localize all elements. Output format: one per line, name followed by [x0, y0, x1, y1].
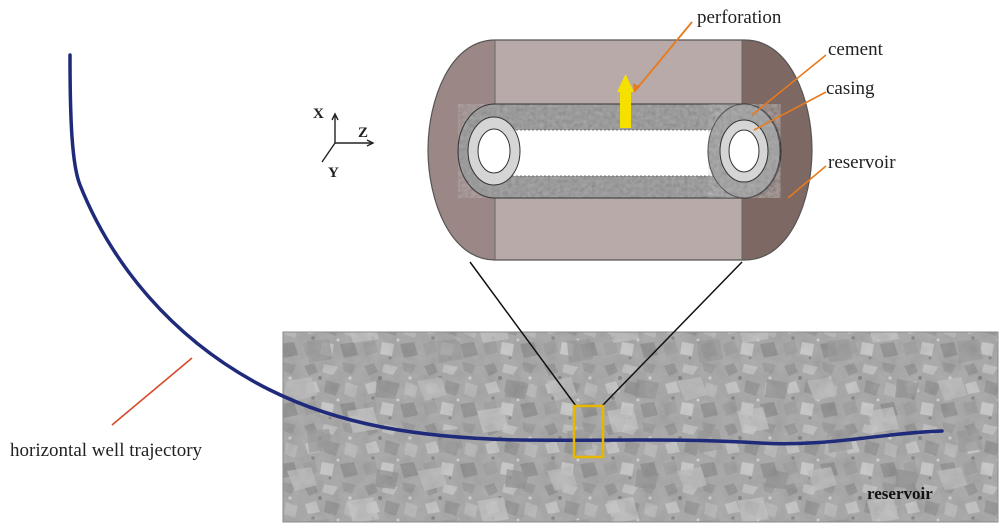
zoom-line-left: [469, 261, 577, 407]
wellbore-detail-outline: [427, 39, 813, 261]
reservoir-block: [282, 331, 999, 523]
zoom-line-right: [601, 261, 743, 407]
well-trajectory-line: [68, 53, 944, 446]
leader-perforation: [633, 21, 693, 93]
axis-y-label: Y: [328, 165, 339, 181]
leader-reservoir-detail: [787, 165, 827, 199]
axis-z-label: Z: [358, 125, 368, 141]
label-reservoir-detail: reservoir: [828, 152, 896, 173]
label-casing: casing: [826, 78, 875, 99]
casing-bore: [496, 130, 742, 176]
perforation-arrow: [617, 74, 634, 128]
perforation-highlight-box: [572, 404, 605, 459]
leader-perforation-arrowhead: [633, 83, 640, 92]
label-reservoir-main: reservoir: [867, 484, 933, 503]
leader-well-trajectory: [111, 357, 193, 426]
label-well-trajectory: horizontal well trajectory: [10, 440, 203, 461]
label-perforation: perforation: [697, 7, 782, 28]
label-cement: cement: [828, 39, 884, 60]
leader-casing: [753, 91, 827, 131]
left-end-rings: [467, 116, 521, 186]
axis-x-label: X: [313, 106, 324, 122]
coordinate-axes: [321, 112, 375, 163]
leader-cement: [751, 54, 827, 116]
right-end-rings: [707, 103, 781, 199]
